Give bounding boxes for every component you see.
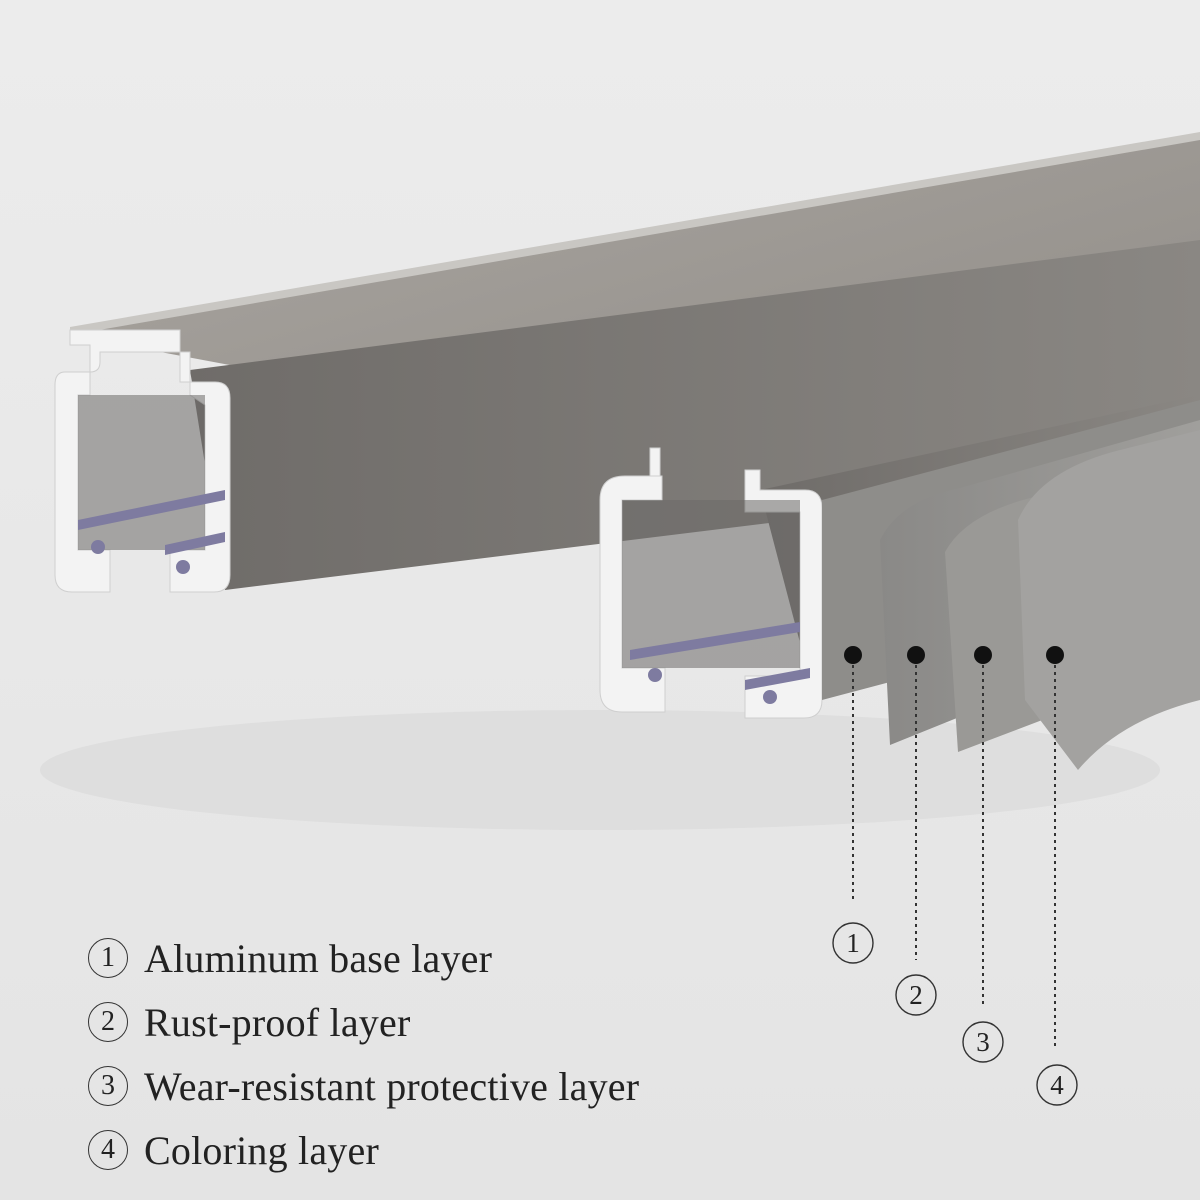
callout-1: 1 — [832, 922, 874, 964]
legend-label-1: Aluminum base layer — [144, 935, 493, 981]
legend-number-1: 1 — [88, 938, 128, 978]
callout-4: 4 — [1036, 1064, 1078, 1106]
legend-number-4: 4 — [88, 1130, 128, 1170]
callout-4-number: 4 — [1050, 1070, 1064, 1100]
track-top-edge — [70, 132, 1200, 335]
legend-item-wear-resistant: 3 Wear-resistant protective layer — [88, 1054, 808, 1118]
legend-item-rust-proof: 2 Rust-proof layer — [88, 990, 808, 1054]
callout-1-number: 1 — [846, 928, 860, 958]
callout-3-number: 3 — [976, 1027, 990, 1057]
leader-lines — [852, 665, 1056, 1050]
ground-shadow — [40, 710, 1160, 830]
layer-legend: 1 Aluminum base layer 2 Rust-proof layer… — [88, 926, 808, 1182]
layer-marker-dots — [844, 646, 1064, 664]
layer-sheets — [822, 400, 1200, 770]
left-channel — [54, 240, 1200, 593]
legend-label-2: Rust-proof layer — [144, 999, 411, 1045]
layer-sheet-4 — [1018, 430, 1200, 770]
legend-label-4: Coloring layer — [144, 1127, 379, 1173]
legend-number-3: 3 — [88, 1066, 128, 1106]
callout-3: 3 — [962, 1021, 1004, 1063]
legend-item-coloring: 4 Coloring layer — [88, 1118, 808, 1182]
legend-item-aluminum-base: 1 Aluminum base layer — [88, 926, 808, 990]
legend-label-3: Wear-resistant protective layer — [144, 1063, 640, 1109]
callout-2: 2 — [895, 974, 937, 1016]
legend-number-2: 2 — [88, 1002, 128, 1042]
callout-2-number: 2 — [909, 980, 923, 1010]
